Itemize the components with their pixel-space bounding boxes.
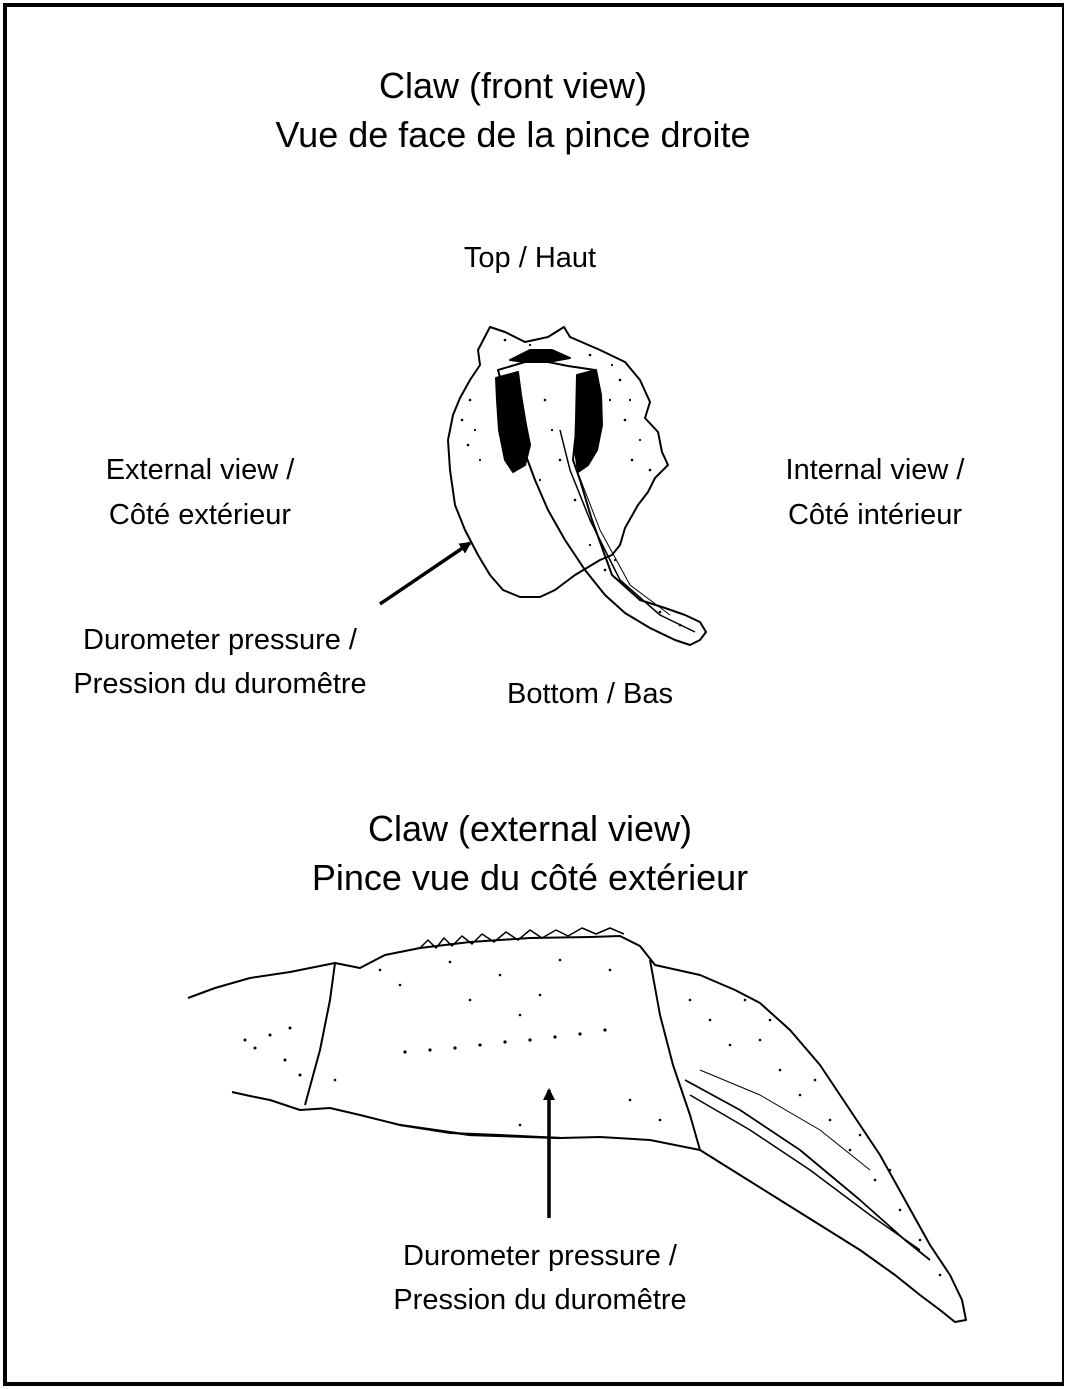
external-view-claw-drawing [188,928,966,1322]
front-pressure-arrow [380,543,470,604]
front-view-claw-drawing [448,327,706,645]
